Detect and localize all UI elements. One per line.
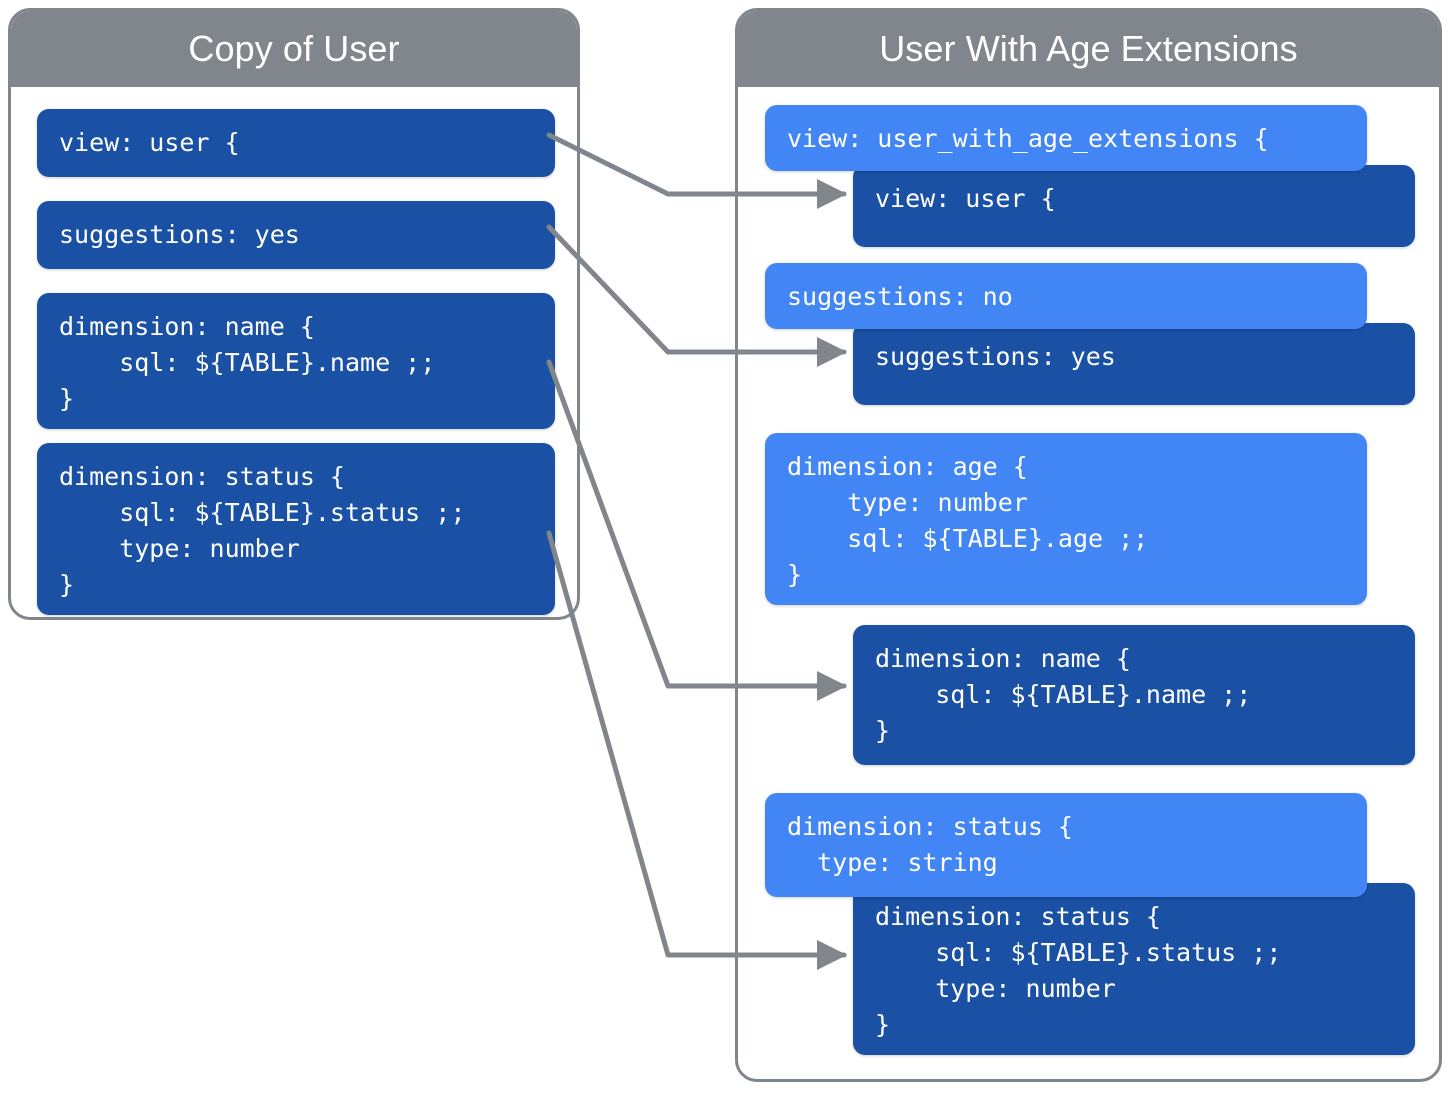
right-suggestions-override-block: suggestions: no — [765, 263, 1367, 329]
right-inherited-dimension-name-block: dimension: name { sql: ${TABLE}.name ;; … — [853, 625, 1415, 765]
left-suggestions-block: suggestions: yes — [37, 201, 555, 269]
left-panel-title: Copy of User — [11, 11, 577, 87]
right-panel-title: User With Age Extensions — [738, 11, 1439, 87]
left-panel: Copy of User view: user { suggestions: y… — [8, 8, 580, 620]
right-inherited-dimension-status-block: dimension: status { sql: ${TABLE}.status… — [853, 883, 1415, 1055]
left-dimension-status-block: dimension: status { sql: ${TABLE}.status… — [37, 443, 555, 615]
right-panel: User With Age Extensions view: user_with… — [735, 8, 1442, 1082]
right-inherited-view-block: view: user { — [853, 165, 1415, 247]
right-dimension-status-override-block: dimension: status { type: string — [765, 793, 1367, 897]
left-view-block: view: user { — [37, 109, 555, 177]
right-inherited-suggestions-block: suggestions: yes — [853, 323, 1415, 405]
right-dimension-age-block: dimension: age { type: number sql: ${TAB… — [765, 433, 1367, 605]
left-dimension-name-block: dimension: name { sql: ${TABLE}.name ;; … — [37, 293, 555, 429]
right-view-extension-block: view: user_with_age_extensions { — [765, 105, 1367, 171]
